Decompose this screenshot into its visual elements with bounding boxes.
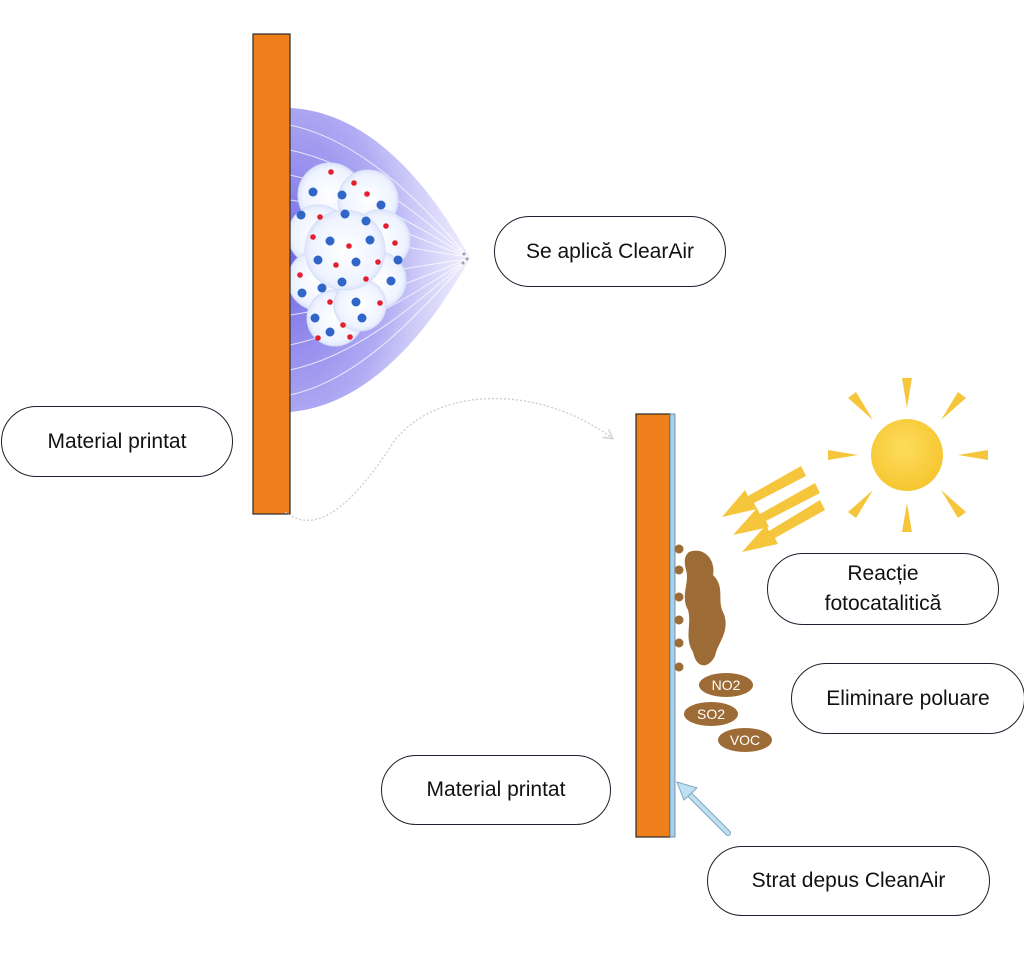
sun-icon: [828, 378, 988, 532]
printed-material-top: [252, 33, 291, 515]
layer-pointer-arrow: [676, 781, 731, 836]
transition-arrow: [284, 397, 614, 521]
label-material-bottom: Material printat: [381, 755, 611, 825]
label-material-top: Material printat: [1, 406, 233, 477]
label-apply-clearair: Se aplică ClearAir: [494, 216, 726, 287]
label-material-bottom-text: Material printat: [426, 778, 566, 801]
label-material-top-text: Material printat: [47, 429, 187, 453]
cleanair-coating-layer: [669, 413, 676, 838]
label-reaction-line2: fotocatalitică: [824, 592, 942, 615]
pollutant-so2: SO2: [684, 702, 738, 726]
label-photocatalytic-reaction: Reacție fotocatalitică: [767, 553, 999, 625]
pollutant-no2: NO2: [699, 673, 753, 697]
printed-material-bottom: [635, 413, 671, 838]
light-rays: [722, 466, 825, 552]
svg-text:SO2: SO2: [697, 706, 725, 722]
svg-text:VOC: VOC: [730, 732, 760, 748]
particles: [296, 169, 403, 341]
label-layer-text: Strat depus CleanAir: [751, 869, 946, 892]
label-pollution-elimination: Eliminare poluare: [791, 663, 1024, 734]
label-elimination-text: Eliminare poluare: [826, 686, 990, 710]
spray-cloud: [287, 162, 411, 347]
pollutant-voc: VOC: [718, 728, 772, 752]
label-apply-text: Se aplică ClearAir: [525, 239, 695, 263]
label-cleanair-layer: Strat depus CleanAir: [707, 846, 990, 916]
label-reaction-line1: Reacție: [847, 562, 919, 585]
pollution-deposit: [674, 544, 726, 672]
svg-text:NO2: NO2: [712, 677, 741, 693]
